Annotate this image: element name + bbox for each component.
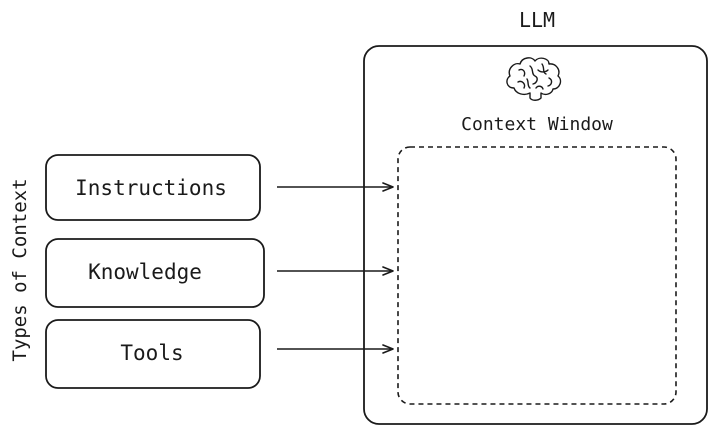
knowledge-label: Knowledge (88, 260, 202, 284)
tools-label: Tools (120, 341, 183, 365)
llm-container (363, 45, 708, 425)
instructions-label: Instructions (75, 176, 227, 200)
llm-title: LLM (519, 8, 555, 32)
knowledge-box (45, 238, 265, 308)
context-window (397, 146, 677, 405)
types-of-context-label: Types of Context (9, 178, 31, 361)
brain-icon (506, 57, 562, 101)
tools-box (45, 319, 261, 389)
instructions-box (45, 154, 261, 221)
context-window-label: Context Window (461, 114, 613, 135)
